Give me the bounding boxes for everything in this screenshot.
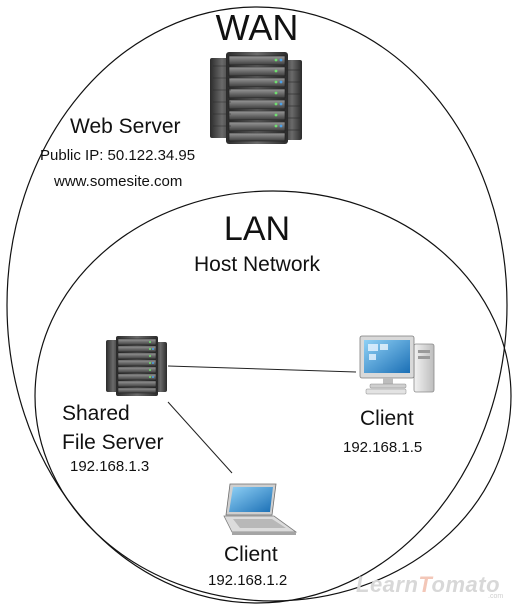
file-server-label-line1: Shared [62,402,130,425]
lan-subtitle: Host Network [193,253,321,276]
laptop-client-ip: 192.168.1.2 [208,572,288,589]
watermark-logo: LearnTomato [356,572,500,598]
web-server-public-ip: Public IP: 50.122.34.95 [40,147,196,164]
link-fileserver-desktop [167,365,357,373]
desktop-client-ip: 192.168.1.5 [343,439,423,456]
desktop-computer-icon [359,335,435,395]
file-server-icon [106,336,167,396]
watermark-text-1: Learn [356,572,419,597]
watermark-text-2: omato [431,572,501,597]
web-server-domain: www.somesite.com [54,173,183,190]
web-server-label: Web Server [70,115,181,138]
watermark-suffix: .com [488,593,504,600]
desktop-client-label: Client [360,407,414,430]
watermark-text-highlight: T [418,572,432,597]
lan-boundary [34,190,512,602]
file-server-label: Shared File Server [62,399,164,457]
wan-boundary [6,6,508,604]
link-fileserver-laptop [167,401,233,474]
web-server-icon [210,52,302,144]
wan-title: WAN [215,7,299,48]
laptop-client-label: Client [224,543,278,566]
lan-title: LAN [223,210,291,248]
file-server-ip: 192.168.1.3 [70,458,150,475]
file-server-label-line2: File Server [62,431,164,454]
laptop-icon [223,483,298,535]
